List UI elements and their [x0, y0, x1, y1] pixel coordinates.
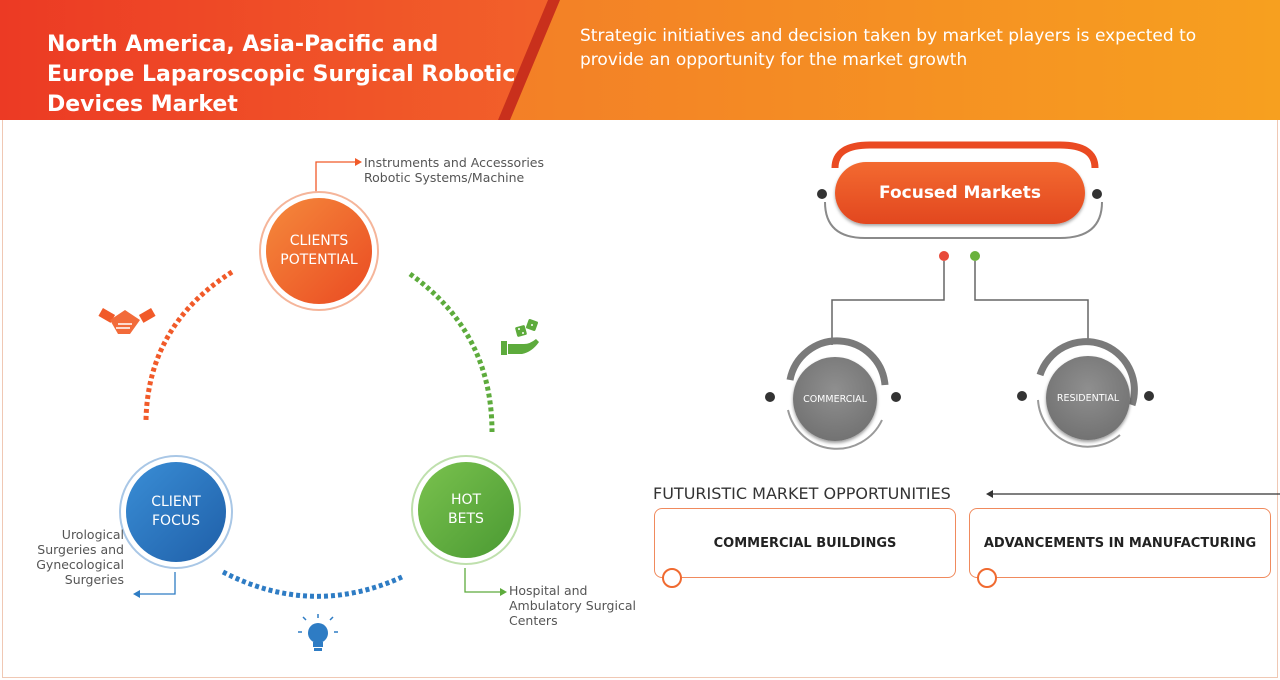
clients-potential-note: Instruments and Accessories Robotic Syst…	[364, 155, 545, 185]
page-title: North America, Asia-Pacific and Europe L…	[47, 32, 516, 117]
commercial-circle: COMMERCIAL	[793, 357, 877, 441]
client-focus-circle: CLIENT FOCUS	[126, 462, 226, 562]
page-subtitle: Strategic initiatives and decision taken…	[580, 26, 1197, 70]
opportunity-dot	[662, 568, 682, 588]
lightbulb-icon	[298, 614, 338, 651]
client-focus-label: CLIENT FOCUS	[151, 494, 201, 529]
focused-markets-label: Focused Markets	[879, 183, 1041, 203]
green-dot	[970, 251, 980, 261]
blue-dashed-arc	[221, 569, 404, 599]
clients-potential-connector	[315, 161, 355, 194]
cycle-diagram	[98, 158, 539, 651]
futuristic-title: FUTURISTIC MARKET OPPORTUNITIES	[653, 484, 951, 503]
red-dot	[939, 251, 949, 261]
commercial-ring-arc	[786, 337, 889, 386]
clients-potential-label: CLIENTS POTENTIAL	[280, 233, 358, 268]
hot-bets-label: HOT BETS	[448, 492, 484, 527]
client-focus-connector	[140, 572, 176, 595]
focused-markets-top-arc	[831, 141, 1099, 169]
header-background	[0, 0, 1280, 120]
header-banner: North America, Asia-Pacific and Europe L…	[0, 0, 1280, 120]
orange-dashed-arc	[143, 269, 234, 421]
residential-circle: RESIDENTIAL	[1046, 356, 1130, 440]
focused-markets-diagram	[765, 141, 1280, 498]
opportunity-dot	[977, 568, 997, 588]
focused-markets-bottom-arc	[824, 201, 1103, 239]
content-frame	[2, 120, 1278, 678]
handshake-icon	[98, 308, 156, 334]
opportunity-label: COMMERCIAL BUILDINGS	[713, 535, 897, 551]
hot-bets-circle: HOT BETS	[418, 462, 514, 558]
residential-label: RESIDENTIAL	[1056, 392, 1120, 404]
residential-connector	[974, 261, 1089, 345]
hot-bets-connector	[464, 568, 500, 593]
hot-bets-note: Hospital and Ambulatory Surgical Centers	[509, 583, 636, 628]
green-dashed-arc	[408, 271, 495, 433]
clients-potential-circle: CLIENTS POTENTIAL	[266, 198, 372, 304]
client-focus-note: Urological Surgeries and Gynecological S…	[36, 527, 124, 587]
residential-ring-arc	[1036, 338, 1138, 407]
commercial-connector	[831, 261, 945, 345]
opportunity-card: ADVANCEMENTS IN MANUFACTURING	[969, 508, 1271, 578]
commercial-label: COMMERCIAL	[803, 393, 867, 405]
opportunity-card: COMMERCIAL BUILDINGS	[654, 508, 956, 578]
focused-markets-pill: Focused Markets	[835, 162, 1085, 224]
opportunity-label: ADVANCEMENTS IN MANUFACTURING	[983, 535, 1257, 551]
dice-hand-icon	[501, 319, 539, 355]
